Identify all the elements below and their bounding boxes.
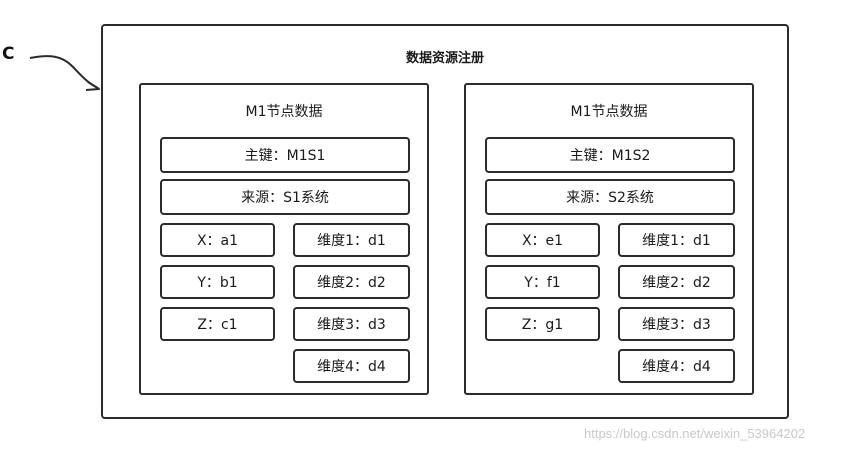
watermark: https://blog.csdn.net/weixin_53964202 <box>584 426 806 441</box>
dimension-1-box: 维度1：d1 <box>618 223 735 257</box>
node-title: M1节点数据 <box>245 104 323 120</box>
registry-container: 数据资源注册 M1节点数据 主键：M1S1 来源：S1系统 X：a1 Y：b1 … <box>101 24 789 419</box>
curved-arrow-icon <box>29 55 100 91</box>
coord-y-box: Y：f1 <box>485 265 600 299</box>
dimension-1-box: 维度1：d1 <box>293 223 410 257</box>
primary-key-box: 主键：M1S1 <box>160 137 410 173</box>
dimension-3-box: 维度3：d3 <box>618 307 735 341</box>
container-title: 数据资源注册 <box>405 51 484 66</box>
corner-label: C <box>2 44 15 64</box>
primary-key-box: 主键：M1S2 <box>485 137 735 173</box>
dimension-2-box: 维度2：d2 <box>293 265 410 299</box>
dimension-4-box: 维度4：d4 <box>293 349 410 383</box>
coord-x-box: X：e1 <box>485 223 600 257</box>
dimension-3-box: 维度3：d3 <box>293 307 410 341</box>
node-title: M1节点数据 <box>570 104 648 120</box>
node-card-2: M1节点数据 主键：M1S2 来源：S2系统 X：e1 Y：f1 Z：g1 维度… <box>464 83 754 395</box>
dimension-2-box: 维度2：d2 <box>618 265 735 299</box>
coord-x-box: X：a1 <box>160 223 275 257</box>
coord-z-box: Z：g1 <box>485 307 600 341</box>
node-card-1: M1节点数据 主键：M1S1 来源：S1系统 X：a1 Y：b1 Z：c1 维度… <box>139 83 429 395</box>
source-box: 来源：S2系统 <box>485 179 735 215</box>
coord-y-box: Y：b1 <box>160 265 275 299</box>
coord-z-box: Z：c1 <box>160 307 275 341</box>
source-box: 来源：S1系统 <box>160 179 410 215</box>
dimension-4-box: 维度4：d4 <box>618 349 735 383</box>
